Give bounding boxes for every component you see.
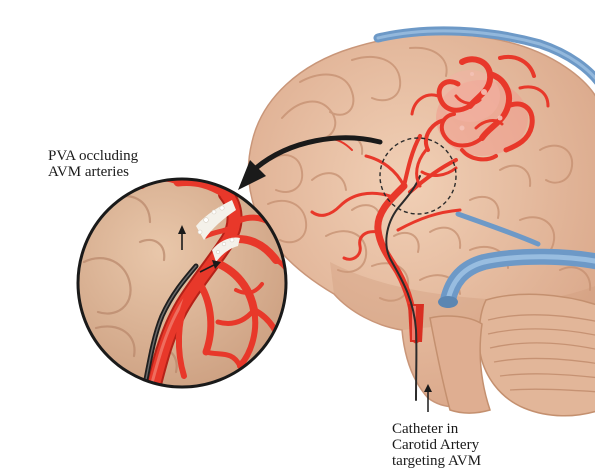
catheter-label-line-2: Carotid Artery bbox=[392, 437, 480, 453]
cerebellum bbox=[478, 293, 595, 417]
pva-label-line-2: AVM arteries bbox=[48, 164, 129, 180]
target-region-marker bbox=[379, 137, 457, 215]
callout-arrow bbox=[238, 135, 383, 190]
avm-nidus bbox=[410, 55, 550, 188]
catheter-label-line-1: Catheter in bbox=[392, 421, 459, 437]
catheter-direction-arrow bbox=[424, 384, 432, 412]
catheter-label: Catheter in Carotid Artery targeting AVM bbox=[392, 421, 481, 469]
pva-label: PVA occluding AVM arteries bbox=[48, 148, 138, 180]
flow-arrows bbox=[178, 225, 221, 273]
catheter-label-line-3: targeting AVM bbox=[392, 453, 482, 469]
pva-label-line-1: PVA occluding bbox=[48, 148, 139, 164]
inset-arteries bbox=[139, 179, 286, 387]
brainstem bbox=[429, 315, 491, 414]
catheter bbox=[385, 175, 421, 401]
venous-sinus bbox=[373, 26, 595, 308]
magnified-inset bbox=[76, 177, 288, 389]
pva-particles bbox=[196, 200, 240, 262]
